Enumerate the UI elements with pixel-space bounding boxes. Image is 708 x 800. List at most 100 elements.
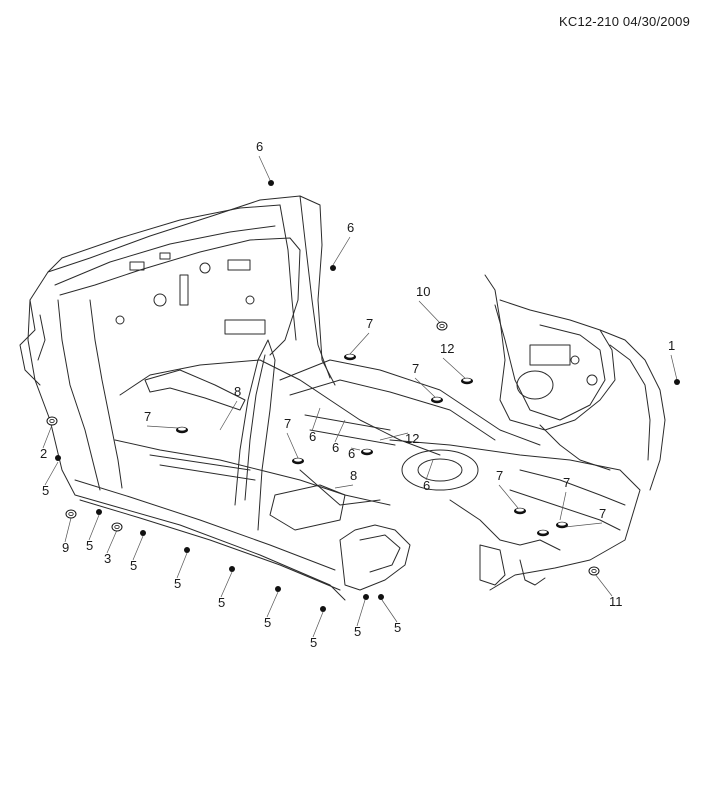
lower-bracket <box>339 524 411 591</box>
fastener-f7c-plug <box>176 426 188 434</box>
front-strut <box>19 299 41 386</box>
fastener-f5f-pin <box>275 586 281 592</box>
rear-floor-rails <box>519 469 626 506</box>
callout-c10: 10 <box>416 284 430 299</box>
floor-tunnel <box>279 359 541 446</box>
fastener-f7d-plug <box>292 457 304 465</box>
floor-tunnel-lower <box>289 379 496 441</box>
floor-pan-rect <box>269 484 346 531</box>
fastener-f12a-plug <box>461 377 473 385</box>
leader-line-c5c <box>132 535 144 561</box>
callout-c7e: 7 <box>496 468 503 483</box>
rear-door-frame <box>484 274 616 431</box>
cowl-lower <box>54 225 276 286</box>
leader-line-c8b <box>334 484 354 489</box>
a-pillar-outer <box>279 204 297 341</box>
floor-rib-2 <box>159 464 256 481</box>
leader-line-c6c <box>311 407 321 432</box>
leader-line-c5b <box>88 514 100 541</box>
fastener-f5a-pin <box>55 455 61 461</box>
leader-line-c10 <box>418 300 442 325</box>
callout-c7d: 7 <box>284 416 291 431</box>
callout-c5d: 5 <box>174 576 181 591</box>
callout-c6c: 6 <box>309 429 316 444</box>
leader-line-c6d <box>334 419 346 443</box>
fastener-f5g-pin <box>363 594 369 600</box>
callout-c8b: 8 <box>350 468 357 483</box>
callout-c7a: 7 <box>366 316 373 331</box>
callout-c6b: 6 <box>347 220 354 235</box>
diagram-id: KC12-210 04/30/2009 <box>558 14 690 29</box>
fastener-f5i-pin <box>320 606 326 612</box>
floor-rib-3 <box>304 414 391 431</box>
floor-rib-1 <box>149 454 251 471</box>
leader-line-c5f <box>266 591 279 618</box>
fastener-f5h-pin <box>378 594 384 600</box>
front-floor <box>119 359 441 456</box>
callout-c5f: 5 <box>264 615 271 630</box>
callout-c9: 9 <box>62 540 69 555</box>
callout-c12a: 12 <box>440 341 454 356</box>
spare-tire-well <box>401 449 479 491</box>
leader-line-c5d <box>176 552 188 579</box>
leader-line-c6e <box>350 447 361 451</box>
rear-door-frame-inner <box>494 304 606 421</box>
leader-line-c5i <box>312 611 324 638</box>
leader-line-c7f <box>559 491 567 521</box>
hinge-pillar-edge <box>89 299 123 489</box>
leader-line-c5e <box>220 571 233 598</box>
callout-c5a: 5 <box>42 483 49 498</box>
floor-rib-4 <box>309 429 396 446</box>
leader-line-c11 <box>594 573 613 597</box>
leader-line-c12b <box>379 432 409 441</box>
seat-crossmember <box>144 369 246 411</box>
callout-c11: 11 <box>609 594 623 609</box>
cowl <box>47 204 281 273</box>
leader-line-c5a <box>44 461 59 486</box>
leader-line-c3 <box>106 529 118 554</box>
leader-line-c8a <box>219 400 238 431</box>
callout-leaders <box>42 155 678 638</box>
callout-c8a: 8 <box>234 384 241 399</box>
lower-bracket-2 <box>359 534 401 573</box>
b-pillar <box>234 339 276 531</box>
leader-line-c7c <box>146 425 179 429</box>
fastener-f5e-pin <box>229 566 235 572</box>
fasteners <box>46 180 680 612</box>
callout-c12b: 12 <box>405 431 419 446</box>
leader-line-c7a <box>349 332 370 355</box>
leader-line-c5g <box>356 599 366 627</box>
door-holes <box>516 344 598 400</box>
callout-c7g: 7 <box>599 506 606 521</box>
hinge-pillar-inner <box>57 299 101 491</box>
c-pillar-inner <box>609 344 651 461</box>
rear-wheelhouse <box>539 424 611 471</box>
front-dash-outline <box>29 195 336 386</box>
callout-c6d: 6 <box>332 440 339 455</box>
leader-line-c1 <box>670 354 678 381</box>
front-hinge-pillar <box>27 299 346 601</box>
dash-holes <box>115 252 266 335</box>
rear-crossmember <box>449 499 561 551</box>
rear-floor <box>389 439 641 591</box>
a-pillar-inner <box>299 195 331 379</box>
leader-line-c2 <box>42 424 53 449</box>
rocker-top <box>74 479 336 571</box>
b-pillar-inner <box>244 354 266 501</box>
fastener-f6b-pin <box>330 265 336 271</box>
leader-line-c5h <box>381 599 398 623</box>
callout-c6e: 6 <box>348 446 355 461</box>
callout-c1: 1 <box>668 338 675 353</box>
fastener-f5d-pin <box>184 547 190 553</box>
callout-c5i: 5 <box>310 635 317 650</box>
rear-lower-mount <box>479 544 506 586</box>
fastener-f7a-plug <box>344 353 356 361</box>
callout-c6f: 6 <box>423 478 430 493</box>
leader-line-c9 <box>64 517 72 543</box>
fastener-f5c-pin <box>140 530 146 536</box>
fastener-f6a-pin <box>268 180 274 186</box>
callout-c6a: 6 <box>256 139 263 154</box>
callout-c3: 3 <box>104 551 111 566</box>
